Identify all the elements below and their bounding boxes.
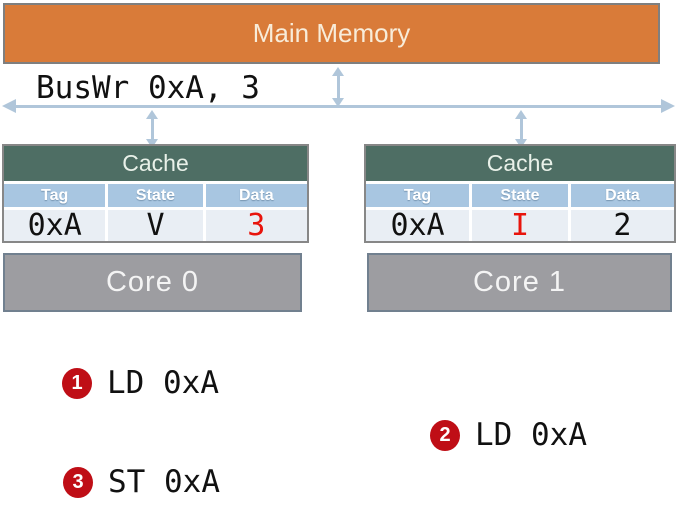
bus-write-label: BusWr 0xA, 3 xyxy=(36,70,260,106)
cache0-state-value: V xyxy=(108,210,203,241)
cache1-tag-value: 0xA xyxy=(366,210,470,241)
instruction-3: 3 ST 0xA xyxy=(63,464,220,500)
cache1-data-value: 2 xyxy=(570,210,674,241)
cache1-bus-arrow-icon xyxy=(515,110,527,148)
instruction-3-badge: 3 xyxy=(63,466,93,498)
main-memory-label: Main Memory xyxy=(252,18,411,48)
cache1-col-state: State xyxy=(472,184,568,207)
cache1-grid: Tag State Data 0xA I 2 xyxy=(366,184,674,241)
cache1-title: Cache xyxy=(366,146,674,184)
core0-label: Core 0 xyxy=(105,266,200,298)
bus-arrowhead-left-icon xyxy=(2,99,16,113)
cache-table-1: Cache Tag State Data 0xA I 2 xyxy=(364,144,676,243)
core1-label: Core 1 xyxy=(472,266,567,298)
cache1-col-data: Data xyxy=(570,184,674,207)
instruction-1: 1 LD 0xA xyxy=(62,365,219,401)
cache0-col-tag: Tag xyxy=(4,184,106,207)
bus-arrowhead-right-icon xyxy=(661,99,675,113)
instruction-2-badge: 2 xyxy=(430,419,460,451)
core0-box: Core 0 xyxy=(3,253,302,312)
instruction-1-label: LD 0xA xyxy=(107,365,219,401)
cache0-bus-arrow-icon xyxy=(146,110,158,148)
instruction-2-label: LD 0xA xyxy=(475,417,587,453)
instruction-1-badge: 1 xyxy=(62,367,92,399)
main-memory-box: Main Memory xyxy=(3,3,660,64)
cache1-state-value: I xyxy=(472,210,568,241)
cache0-grid: Tag State Data 0xA V 3 xyxy=(4,184,307,241)
cache0-col-state: State xyxy=(108,184,203,207)
cache-table-0: Cache Tag State Data 0xA V 3 xyxy=(2,144,309,243)
cache0-col-data: Data xyxy=(205,184,307,207)
cache0-title: Cache xyxy=(4,146,307,184)
cache0-tag-value: 0xA xyxy=(4,210,106,241)
instruction-3-label: ST 0xA xyxy=(108,464,220,500)
memory-bus-arrow-icon xyxy=(332,67,344,107)
instruction-2: 2 LD 0xA xyxy=(430,417,587,453)
cache1-col-tag: Tag xyxy=(366,184,470,207)
core1-box: Core 1 xyxy=(367,253,672,312)
cache0-data-value: 3 xyxy=(205,210,307,241)
